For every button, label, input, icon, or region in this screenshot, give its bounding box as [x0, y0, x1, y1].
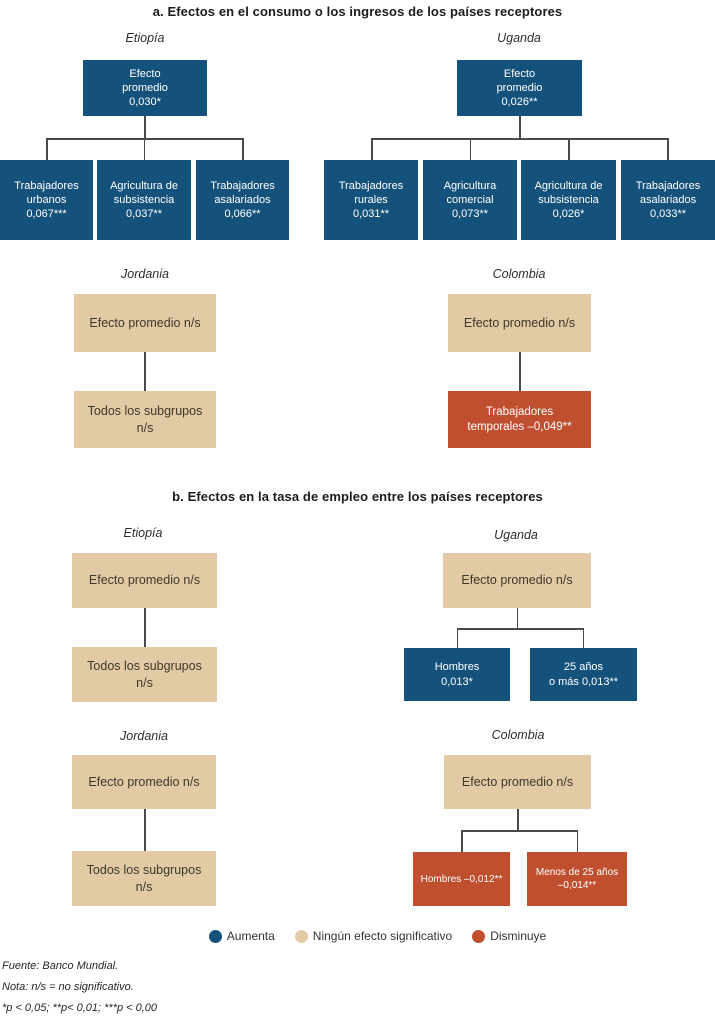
tree-connector-line [144, 608, 146, 647]
node-child-uganda-a-4: Trabajadores asalariados 0,033** [621, 160, 715, 240]
tree-connector-line [144, 809, 146, 851]
legend-label-aumenta: Aumenta [226, 929, 275, 943]
tree-connector-line [144, 352, 146, 391]
footnote-significance: *p < 0,05; **p< 0,01; ***p < 0,00 [2, 1002, 158, 1014]
legend-label-disminuye: Disminuye [490, 929, 547, 943]
node-child-uganda-b-1: Hombres 0,013* [404, 648, 510, 701]
node-child-jordania-b-1: Todos los subgrupos n/s [72, 851, 216, 906]
node-root-colombia-b: Efecto promedio n/s [444, 755, 591, 809]
tree-connector-line [519, 116, 521, 138]
tree-connector-line [144, 116, 146, 138]
node-child-colombia-a-1: Trabajadores temporales –0,049** [448, 391, 591, 448]
tree-connector-line [461, 830, 463, 852]
country-label-etiopia-a: Etiopía [125, 31, 165, 45]
node-child-colombia-b-1: Hombres –0,012** [413, 852, 510, 906]
node-child-uganda-a-1: Trabajadores rurales 0,031** [324, 160, 418, 240]
country-label-uganda-b: Uganda [494, 528, 538, 542]
country-label-jordania-a: Jordania [121, 267, 169, 281]
panel-a-title: a. Efectos en el consumo o los ingresos … [152, 4, 563, 19]
tree-connector-line [469, 138, 471, 160]
node-child-jordania-a-1: Todos los subgrupos n/s [74, 391, 216, 448]
node-child-colombia-b-2: Menos de 25 años –0,014** [527, 852, 627, 906]
tree-connector-line [576, 830, 578, 852]
tree-connector-line [46, 138, 48, 160]
node-root-etiopia-a: Efecto promedio 0,030* [83, 60, 207, 116]
tree-connector-line [582, 628, 584, 648]
tree-connector-line [456, 628, 458, 648]
node-child-etiopia-b-1: Todos los subgrupos n/s [72, 647, 217, 702]
tree-connector-line [568, 138, 570, 160]
node-root-uganda-b: Efecto promedio n/s [443, 553, 591, 608]
node-root-colombia-a: Efecto promedio n/s [448, 294, 591, 352]
footnote-note: Nota: n/s = no significativo. [2, 981, 134, 993]
footnote-source: Fuente: Banco Mundial. [2, 960, 119, 972]
node-child-etiopia-a-3: Trabajadores asalariados 0,066** [196, 160, 289, 240]
legend-item-ningun-efecto: Ningún efecto significativo [294, 929, 453, 943]
tree-connector-line [242, 138, 244, 160]
country-label-colombia-b: Colombia [491, 728, 545, 742]
node-child-etiopia-a-1: Trabajadores urbanos 0,067*** [0, 160, 93, 240]
tree-connector-line [516, 608, 518, 628]
legend-swatch-no-effect-icon [294, 929, 308, 943]
node-child-etiopia-a-2: Agricultura de subsistencia 0,037** [97, 160, 191, 240]
country-label-jordania-b: Jordania [120, 729, 168, 743]
node-root-jordania-b: Efecto promedio n/s [72, 755, 216, 809]
tree-connector-line [457, 628, 583, 630]
tree-connector-line [517, 809, 519, 830]
node-root-jordania-a: Efecto promedio n/s [74, 294, 216, 352]
legend-item-disminuye: Disminuye [472, 929, 546, 943]
tree-connector-line [143, 138, 145, 160]
tree-connector-line [371, 138, 373, 160]
node-child-uganda-a-3: Agricultura de subsistencia 0,026* [521, 160, 616, 240]
legend-item-aumenta: Aumenta [208, 929, 275, 943]
tree-connector-line [667, 138, 669, 160]
tree-connector-line [519, 352, 521, 391]
node-root-uganda-a: Efecto promedio 0,026** [457, 60, 582, 116]
country-label-colombia-a: Colombia [492, 267, 546, 281]
country-label-uganda-a: Uganda [497, 31, 541, 45]
node-child-uganda-b-2: 25 años o más 0,013** [530, 648, 637, 701]
tree-connector-line [371, 138, 668, 140]
country-label-etiopia-b: Etiopía [123, 526, 163, 540]
tree-connector-line [461, 830, 577, 832]
legend-swatch-decrease-icon [472, 929, 486, 943]
node-root-etiopia-b: Efecto promedio n/s [72, 553, 217, 608]
legend: Aumenta Ningún efecto significativo Dism… [40, 929, 715, 943]
legend-label-ningun-efecto: Ningún efecto significativo [312, 929, 453, 943]
node-child-uganda-a-2: Agricultura comercial 0,073** [423, 160, 517, 240]
legend-swatch-increase-icon [208, 929, 222, 943]
panel-b-title: b. Efectos en la tasa de empleo entre lo… [172, 489, 543, 504]
